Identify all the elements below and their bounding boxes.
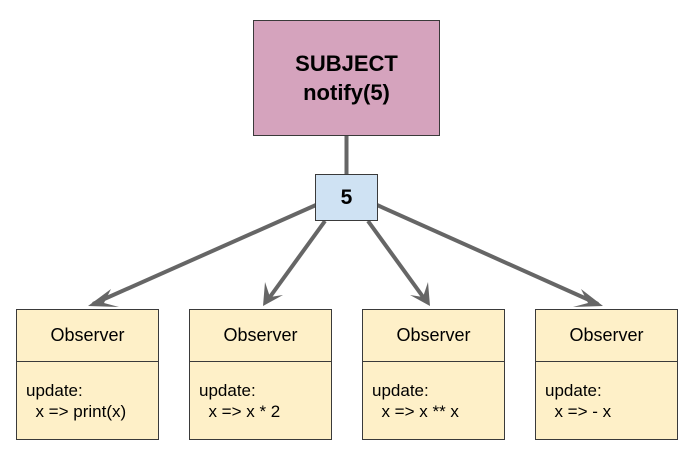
observer-box-4: Observer update: x => - x (535, 309, 678, 440)
observer-update: update: x => - x (536, 362, 677, 422)
observer-box-3: Observer update: x => x ** x (362, 309, 505, 440)
subject-box: SUBJECT notify(5) (253, 20, 440, 136)
arrow-to-observer-4 (376, 203, 599, 306)
observer-update: update: x => x * 2 (190, 362, 331, 422)
subject-title: SUBJECT (295, 51, 398, 76)
observer-title: Observer (190, 310, 331, 362)
arrow-head-3 (410, 282, 430, 306)
observer-update: update: x => print(x) (17, 362, 158, 422)
observer-update-expression: x => x * 2 (199, 402, 281, 421)
subject-notify-call: notify(5) (303, 80, 390, 105)
observer-update-expression: x => x ** x (372, 402, 459, 421)
observer-update-label: update: (545, 381, 602, 400)
arrow-to-observer-2 (265, 219, 327, 303)
arrow-head-1 (88, 289, 119, 307)
observer-update-label: update: (372, 381, 429, 400)
arrow-head-4 (573, 289, 603, 307)
observer-title: Observer (17, 310, 158, 362)
observer-box-1: Observer update: x => print(x) (16, 309, 159, 440)
arrow-head-2 (263, 282, 283, 306)
observer-update-label: update: (26, 381, 83, 400)
observer-update-expression: x => - x (545, 402, 612, 421)
observer-update-label: update: (199, 381, 256, 400)
observer-update-expression: x => print(x) (26, 402, 127, 421)
notified-value-box: 5 (315, 174, 378, 221)
observer-box-2: Observer update: x => x * 2 (189, 309, 332, 440)
observer-title: Observer (363, 310, 504, 362)
observer-update: update: x => x ** x (363, 362, 504, 422)
arrow-to-observer-1 (92, 203, 317, 306)
observer-title: Observer (536, 310, 677, 362)
arrow-to-observer-3 (366, 219, 428, 303)
